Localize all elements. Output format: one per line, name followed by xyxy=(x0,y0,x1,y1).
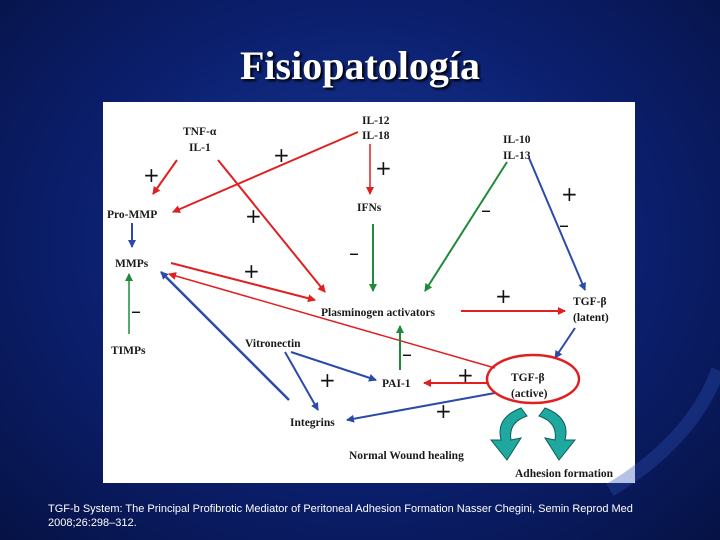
arrow-tnf-to-plasminogen xyxy=(217,159,326,293)
arrow-il10-to-plasminogen xyxy=(424,161,508,292)
sign-plus-tgf-pai1: + xyxy=(457,363,474,387)
sign-plus-tnf-promm: + xyxy=(143,163,160,187)
curved-arrow-adhesion-icon xyxy=(538,407,577,461)
node-timps: TIMPs xyxy=(111,345,146,357)
node-ifns: IFNs xyxy=(357,202,382,214)
arrow-mmps-to-plasminogen xyxy=(170,262,316,303)
node-adhesion-formation: Adhesion formation xyxy=(515,468,614,480)
diagram-panel: TNF-α IL-1 IL-12 IL-18 IL-10 IL-13 Pro-M… xyxy=(103,102,635,483)
arrow-il12-to-promm xyxy=(172,131,359,213)
node-integrins: Integrins xyxy=(290,417,335,429)
node-tgf-latent-label: (latent) xyxy=(573,312,609,324)
node-il1: IL-1 xyxy=(189,142,211,154)
arrow-il13-to-tgflatent xyxy=(528,157,586,291)
citation-text: TGF-b System: The Principal Profibrotic … xyxy=(48,503,633,529)
sign-plus-pa-tgf: + xyxy=(495,284,512,308)
node-vitronectin: Vitronectin xyxy=(245,338,301,350)
node-il18: IL-18 xyxy=(362,130,390,142)
sign-minus-il10-pa: – xyxy=(481,198,491,222)
arrow-tgfactive-to-integrins xyxy=(346,392,496,423)
sign-minus-ifns-pa: – xyxy=(349,241,359,265)
node-il12: IL-12 xyxy=(362,115,390,127)
node-tnf-alpha: TNF-α xyxy=(183,126,217,138)
sign-minus-il13-tgf: – xyxy=(559,213,569,237)
node-il13: IL-13 xyxy=(503,150,531,162)
sign-minus-timps-mmps: – xyxy=(131,299,141,323)
arrow-integrins-to-mmps xyxy=(160,271,290,401)
sign-plus-tnf-pa: + xyxy=(245,204,262,228)
background-swoosh xyxy=(606,367,720,497)
sign-plus-tgf-integrins: + xyxy=(435,399,452,423)
slide-title: Fisiopatología xyxy=(239,43,481,88)
sign-plus-il13-tgf: + xyxy=(561,182,578,206)
curved-arrow-normal-healing-icon xyxy=(489,407,528,461)
node-mmps: MMPs xyxy=(115,258,149,270)
node-plasminogen-activators: Plasminogen activators xyxy=(321,307,436,319)
sign-plus-il18-ifns: + xyxy=(375,156,392,180)
sign-minus-pai1-pa: – xyxy=(402,342,412,366)
arrow-tgflatent-to-tgfactive xyxy=(554,327,576,359)
arrow-tgfactive-to-mmps xyxy=(168,272,496,369)
sign-plus-mmps-pa: + xyxy=(243,259,260,283)
node-tgf-active-label: (active) xyxy=(511,388,548,400)
node-pro-mmp: Pro-MMP xyxy=(107,209,157,221)
tgf-active-highlight-ellipse xyxy=(485,353,581,405)
node-il10: IL-10 xyxy=(503,134,531,146)
arrow-vitronectin-to-integrins xyxy=(284,351,319,411)
pathway-diagram: TNF-α IL-1 IL-12 IL-18 IL-10 IL-13 Pro-M… xyxy=(107,115,614,480)
node-normal-wound-healing: Normal Wound healing xyxy=(349,450,464,462)
node-pai1: PAI-1 xyxy=(382,378,411,390)
arrow-tnf-to-promm xyxy=(152,159,178,195)
node-tgf-beta-latent: TGF-β xyxy=(573,296,607,308)
sign-plus-vitronectin-pai1: + xyxy=(319,368,336,392)
sign-plus-il12-promm: + xyxy=(273,143,290,167)
arrow-vitronectin-to-pai1 xyxy=(290,351,377,382)
node-tgf-beta-active: TGF-β xyxy=(511,372,545,384)
